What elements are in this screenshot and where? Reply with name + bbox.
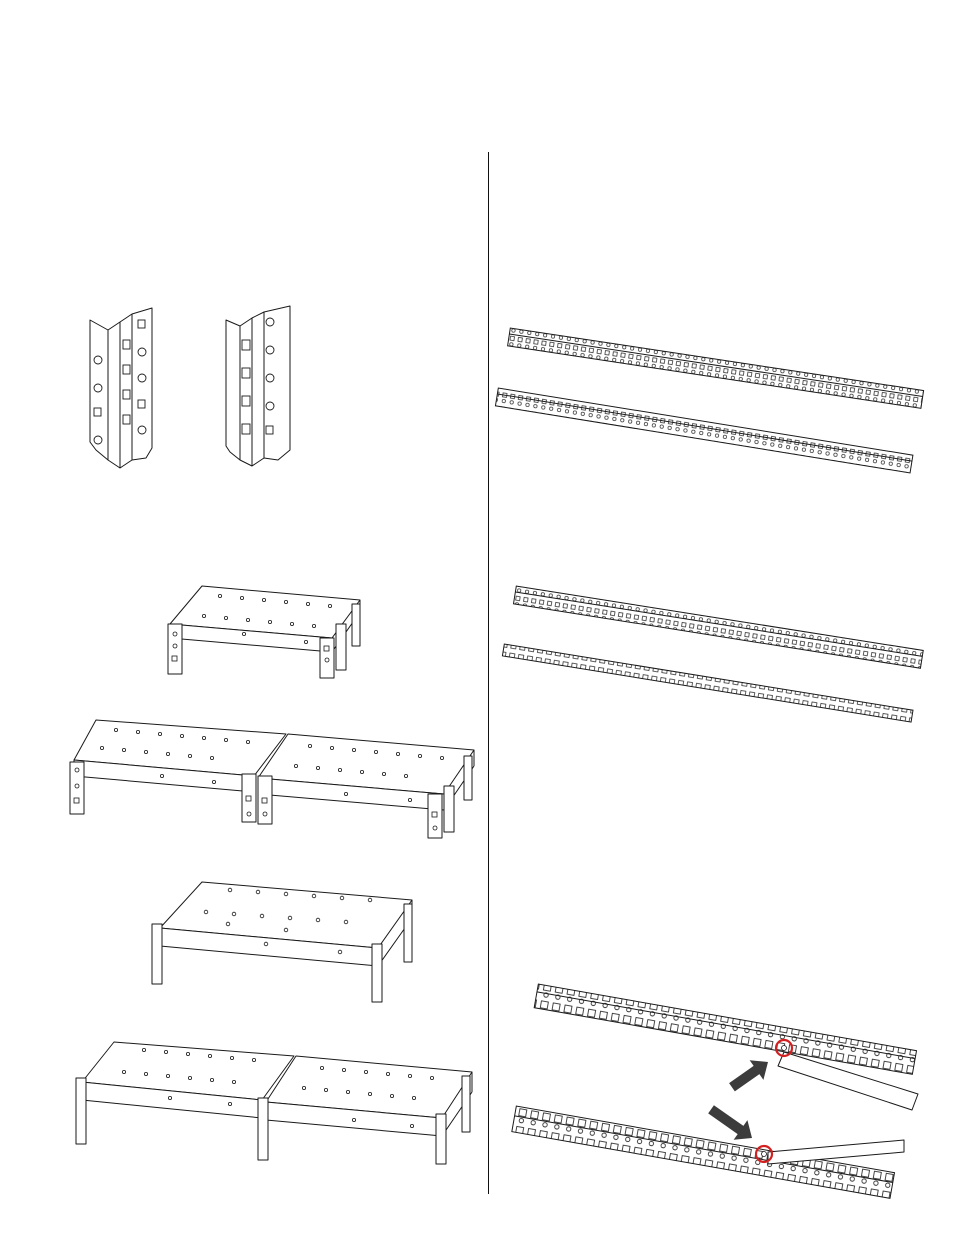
- rail-pair-a: [494, 320, 934, 480]
- arrow-icon: [725, 1052, 775, 1097]
- double-shelf-unit-punched-uprights: [66, 716, 478, 842]
- rail-pair-b: [500, 580, 930, 740]
- single-shelf-unit-solid-uprights: [150, 878, 420, 1004]
- rail-connection-detail: [506, 980, 934, 1200]
- column-divider: [488, 152, 489, 1194]
- upright-post-right: [226, 306, 290, 466]
- upright-post-profiles: [80, 300, 300, 480]
- rail-a-bottom: [495, 388, 912, 473]
- upright-post-left: [90, 308, 152, 468]
- double-shelf-unit-solid-uprights: [74, 1038, 478, 1168]
- single-shelf-unit: [160, 582, 370, 682]
- connecting-bar-bottom: [768, 1140, 904, 1164]
- rail-a-top: [508, 328, 924, 408]
- rail-detail-top: [534, 984, 916, 1074]
